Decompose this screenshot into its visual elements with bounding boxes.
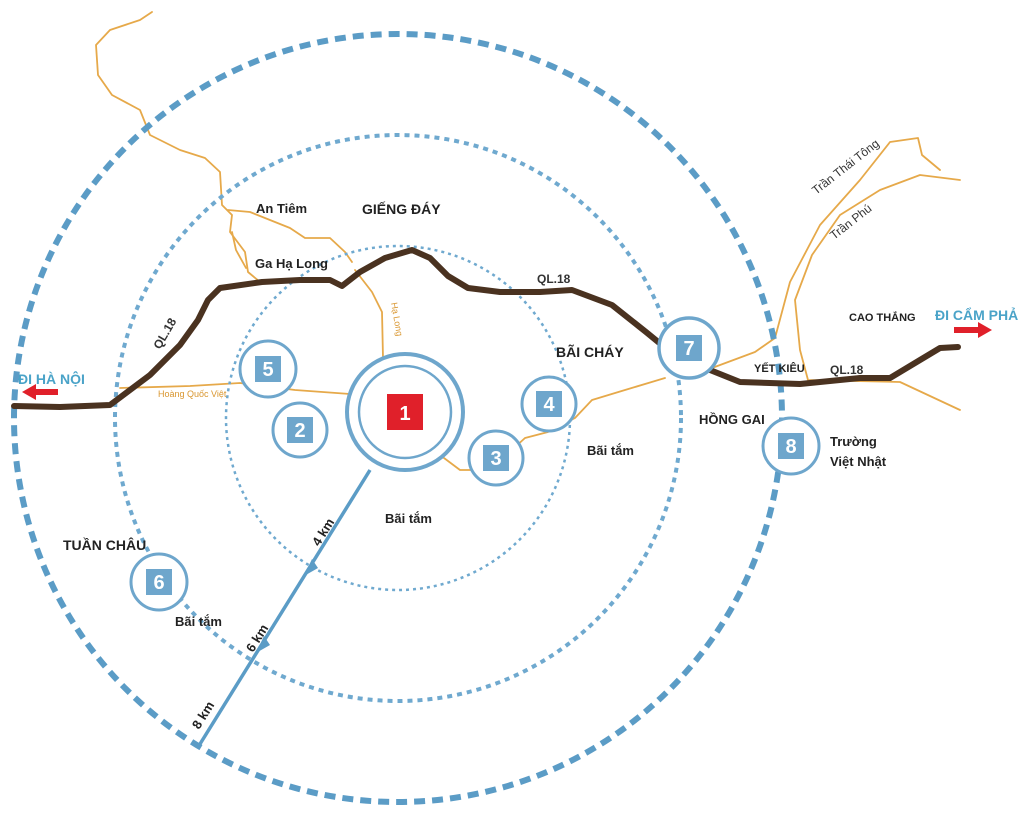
arrow-east-icon: [954, 322, 992, 338]
label-bai-chay: BÃI CHÁY: [556, 343, 624, 360]
arrow-west-icon: [22, 384, 58, 400]
road-ga-ha-long-loop: [231, 231, 247, 269]
marker-7[interactable]: 7: [657, 316, 721, 380]
road-an-tiem: [227, 209, 353, 263]
marker-4-label: 4: [543, 394, 555, 416]
label-truong-line2: Việt Nhật: [830, 454, 887, 469]
label-bai-tam-right: Bãi tắm: [587, 443, 634, 458]
label-gieng-day: GIẾNG ĐÁY: [362, 201, 441, 217]
label-hong-gai: HỒNG GAI: [699, 412, 765, 427]
label-direction-west: ĐI HÀ NỘI: [18, 370, 85, 387]
location-markers: 1 2 3 4 5 6: [129, 316, 821, 612]
road-tran-thai-tong: [711, 137, 941, 369]
place-labels: GIẾNG ĐÁY BÃI CHÁY HỒNG GAI TUẦN CHÂU CA…: [63, 201, 916, 629]
highway-ql18: [11, 247, 961, 410]
direction-arrows: [22, 322, 992, 400]
radius-line: [198, 469, 372, 745]
marker-6-label: 6: [153, 572, 164, 594]
label-truong-line1: Trường: [830, 434, 877, 449]
label-bai-tam-left: Bãi tắm: [175, 614, 222, 629]
road-ha-long: [354, 269, 384, 359]
marker-8[interactable]: 8: [761, 416, 821, 476]
radius-arrow-4km: [304, 559, 318, 576]
label-ql18-right: QL.18: [830, 363, 864, 377]
label-tuan-chau: TUẦN CHÂU: [63, 536, 146, 553]
label-distance-8km: 8 km: [189, 699, 217, 732]
radius-arrow-6km: [256, 636, 270, 653]
marker-3[interactable]: 3: [467, 429, 525, 487]
marker-3-label: 3: [490, 448, 501, 470]
label-direction-east: ĐI CẨM PHẢ: [935, 306, 1018, 323]
marker-5-label: 5: [262, 359, 273, 381]
label-an-tiem: An Tiêm: [256, 201, 307, 216]
marker-6[interactable]: 6: [129, 552, 189, 612]
label-bai-tam-center: Bãi tắm: [385, 511, 432, 526]
label-ql18-mid: QL.18: [537, 272, 571, 286]
road-northwest-branch: [95, 11, 261, 283]
marker-4[interactable]: 4: [520, 375, 578, 433]
distance-radius: [198, 469, 372, 745]
label-ga-ha-long: Ga Hạ Long: [255, 256, 328, 271]
marker-2[interactable]: 2: [271, 401, 329, 459]
marker-7-label: 7: [683, 338, 694, 360]
road-hoang-quoc-viet: [119, 382, 351, 395]
label-cao-thang: CAO THẮNG: [849, 311, 916, 324]
marker-1[interactable]: 1: [345, 352, 465, 472]
ring-6km: [113, 133, 683, 703]
marker-8-label: 8: [785, 436, 796, 458]
label-ha-long-road: Hạ Long: [389, 302, 405, 337]
marker-2-label: 2: [294, 420, 305, 442]
label-yet-kieu: YẾT KIÊU: [754, 362, 805, 375]
marker-5[interactable]: 5: [238, 339, 298, 399]
label-hoang-quoc-viet: Hoàng Quốc Việt: [158, 389, 227, 399]
road-tran-phu: [794, 174, 961, 411]
marker-1-label: 1: [399, 403, 410, 425]
